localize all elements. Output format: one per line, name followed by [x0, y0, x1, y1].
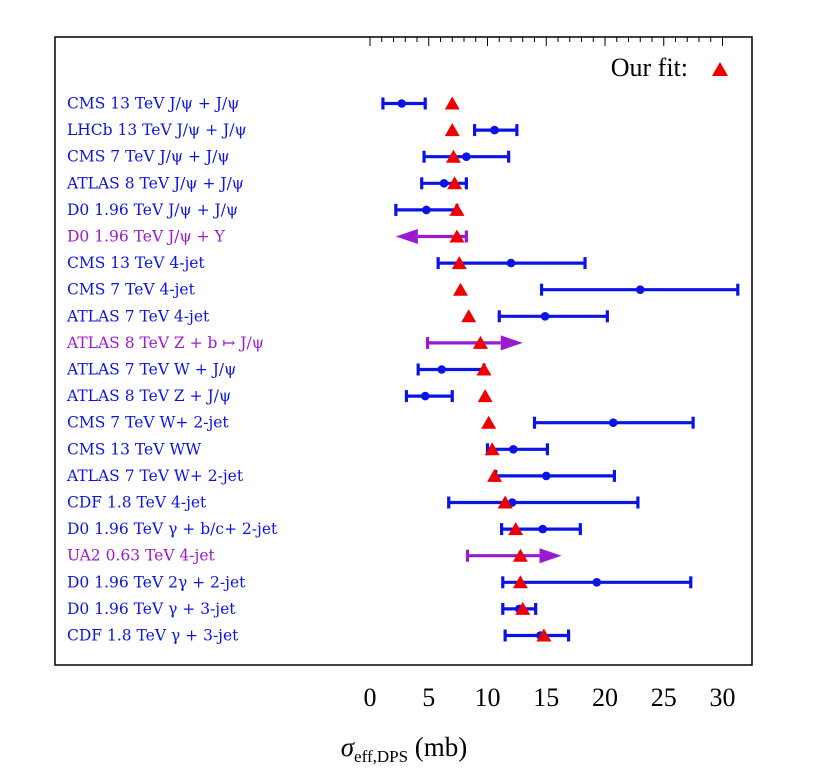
measured-value-point	[635, 285, 645, 295]
measured-value-point	[541, 471, 551, 481]
data-row: CDF 1.8 TeV 4-jet	[67, 494, 640, 512]
limit-arrow-head	[395, 229, 418, 244]
measured-value-point	[506, 258, 516, 268]
fit-marker	[481, 415, 497, 429]
data-row: ATLAS 7 TeV 4-jet	[66, 307, 609, 325]
data-row: CMS 7 TeV 4-jet	[67, 281, 740, 299]
legend-fit-marker	[712, 62, 728, 76]
limit-arrow-head	[500, 335, 523, 351]
fit-marker	[512, 548, 528, 562]
data-row: D0 1.96 TeV γ + 3-jet	[67, 600, 538, 618]
fit-marker	[497, 495, 513, 509]
row-label: ATLAS 8 TeV J/ψ + J/ψ	[66, 174, 244, 192]
measured-value-point	[439, 179, 449, 188]
measured-value-point	[490, 125, 499, 135]
data-row: D0 1.96 TeV J/ψ + Υ	[67, 228, 468, 246]
x-tick-label: 25	[651, 683, 677, 712]
fit-marker	[451, 256, 467, 270]
x-axis-tick-labels: 0 5 10 15 20 25 30	[364, 683, 736, 712]
row-label: ATLAS 7 TeV W+ 2-jet	[66, 467, 244, 485]
x-tick-label: 5	[422, 683, 435, 712]
measured-value-point	[397, 99, 407, 108]
data-row: CMS 7 TeV J/ψ + J/ψ	[67, 148, 511, 166]
measured-value-point	[538, 524, 548, 534]
fit-marker	[487, 468, 503, 482]
measured-value-point	[592, 578, 602, 587]
data-row: ATLAS 8 TeV Z + b ↦ J/ψ	[66, 334, 523, 352]
data-row: CMS 13 TeV J/ψ + J/ψ	[67, 95, 460, 113]
x-axis-label: σeff,DPS (mb)	[341, 732, 468, 766]
measured-value-point	[540, 312, 550, 321]
row-label: D0 1.96 TeV J/ψ + Υ	[67, 228, 226, 246]
data-row: D0 1.96 TeV 2γ + 2-jet	[67, 573, 693, 591]
row-label: CMS 7 TeV J/ψ + J/ψ	[67, 148, 230, 166]
row-label: D0 1.96 TeV J/ψ + J/ψ	[67, 201, 238, 219]
measured-value-point	[608, 418, 618, 428]
row-label: CMS 13 TeV J/ψ + J/ψ	[67, 95, 239, 113]
row-label: ATLAS 7 TeV W + J/ψ	[66, 361, 236, 379]
data-row: UA2 0.63 TeV 4-jet	[67, 547, 562, 565]
measured-value-point	[509, 445, 518, 454]
data-row: ATLAS 8 TeV Z + J/ψ	[66, 387, 493, 405]
row-label: CMS 7 TeV W+ 2-jet	[67, 414, 229, 432]
fit-marker	[512, 575, 528, 589]
fit-marker	[477, 389, 493, 403]
measured-value-point	[422, 205, 431, 215]
limit-arrow-head	[539, 548, 562, 564]
fit-marker	[447, 176, 463, 190]
fit-marker	[508, 522, 524, 536]
fit-marker	[444, 96, 460, 110]
fit-marker	[449, 229, 465, 243]
row-label: CMS 13 TeV WW	[67, 440, 201, 458]
x-tick-label: 15	[533, 683, 559, 712]
row-label: D0 1.96 TeV γ + b/c+ 2-jet	[67, 520, 278, 538]
fit-marker	[445, 149, 461, 163]
data-row: D0 1.96 TeV γ + b/c+ 2-jet	[67, 520, 582, 538]
data-row: CMS 13 TeV 4-jet	[67, 254, 587, 272]
x-tick-label: 20	[592, 683, 618, 712]
data-row: CMS 13 TeV WW	[67, 440, 550, 458]
fit-marker	[472, 335, 488, 349]
fit-marker	[461, 309, 477, 323]
fit-marker	[484, 442, 500, 456]
data-row: ATLAS 8 TeV J/ψ + J/ψ	[66, 174, 468, 192]
data-row: D0 1.96 TeV J/ψ + J/ψ	[67, 201, 465, 219]
fit-marker	[515, 601, 531, 615]
row-label: LHCb 13 TeV J/ψ + J/ψ	[67, 121, 247, 139]
legend-label: Our fit:	[611, 53, 688, 82]
x-tick-label: 0	[364, 683, 377, 712]
fit-marker	[449, 202, 465, 216]
measured-value-point	[462, 152, 471, 161]
row-label: ATLAS 7 TeV 4-jet	[66, 307, 210, 325]
row-label: CDF 1.8 TeV γ + 3-jet	[67, 627, 239, 645]
plot-frame	[54, 36, 753, 666]
row-label: CDF 1.8 TeV 4-jet	[67, 494, 207, 512]
row-label: D0 1.96 TeV 2γ + 2-jet	[67, 573, 246, 591]
row-label: CMS 13 TeV 4-jet	[67, 254, 205, 272]
x-axis-ticks	[369, 37, 723, 46]
x-tick-label: 30	[710, 683, 736, 712]
data-row: ATLAS 7 TeV W + J/ψ	[66, 361, 492, 379]
row-label: UA2 0.63 TeV 4-jet	[67, 547, 216, 565]
row-label: ATLAS 8 TeV Z + J/ψ	[66, 387, 231, 405]
row-label: CMS 7 TeV 4-jet	[67, 281, 196, 299]
data-row: LHCb 13 TeV J/ψ + J/ψ	[67, 121, 519, 139]
legend: Our fit:	[611, 53, 728, 82]
row-label: ATLAS 8 TeV Z + b ↦ J/ψ	[66, 334, 264, 352]
fit-marker	[452, 282, 468, 296]
data-row: ATLAS 7 TeV W+ 2-jet	[66, 467, 617, 485]
row-label: D0 1.96 TeV γ + 3-jet	[67, 600, 236, 618]
measured-value-point	[420, 391, 430, 401]
fit-marker	[536, 628, 552, 642]
x-tick-label: 10	[475, 683, 501, 712]
data-row: CDF 1.8 TeV γ + 3-jet	[67, 627, 571, 645]
measured-value-point	[437, 365, 446, 374]
data-row: CMS 7 TeV W+ 2-jet	[67, 414, 695, 432]
fit-marker	[476, 362, 492, 376]
fit-marker	[444, 123, 460, 137]
